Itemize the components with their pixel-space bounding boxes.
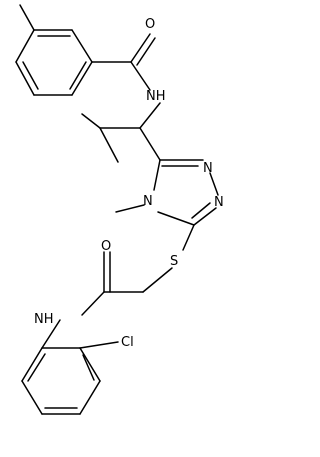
bond: [71, 29, 93, 63]
bond: [22, 61, 39, 90]
bond: [139, 102, 161, 129]
bond: [69, 61, 87, 90]
bond: [130, 61, 151, 91]
bonds: [15, 4, 219, 415]
bond: [15, 61, 35, 96]
bond: [191, 202, 211, 219]
bond: [27, 353, 46, 382]
bond: [81, 113, 101, 129]
bond: [19, 4, 35, 31]
nh-label: NH: [146, 89, 166, 104]
molecule-structure: O NH N N N S O NH Cl: [15, 4, 224, 415]
nitrogen-label: N: [203, 161, 213, 176]
atom-labels: O NH N N N S O NH Cl: [34, 17, 224, 350]
bond: [99, 127, 119, 163]
nitrogen-label: N: [143, 194, 153, 209]
nitrogen-label: N: [214, 195, 224, 210]
oxygen-label: O: [145, 17, 155, 32]
bond: [130, 33, 151, 63]
bond: [142, 267, 173, 293]
bond: [41, 319, 61, 349]
bond: [21, 380, 43, 415]
bond: [193, 207, 217, 226]
bond: [79, 347, 101, 382]
bond: [15, 29, 35, 63]
oxygen-label: O: [101, 239, 111, 254]
bond: [209, 172, 219, 196]
chlorine-label: Cl: [121, 335, 134, 350]
bond: [82, 354, 95, 381]
bond: [153, 159, 161, 191]
bond: [79, 341, 119, 349]
nh-label: NH: [34, 312, 54, 327]
bond: [115, 204, 145, 213]
bond: [139, 127, 161, 161]
bond: [21, 347, 43, 382]
bond: [136, 37, 156, 66]
sulfur-label: S: [170, 254, 178, 269]
bond: [182, 224, 195, 251]
bond: [79, 380, 101, 415]
bond: [71, 61, 93, 96]
bond: [157, 211, 195, 226]
bond: [81, 291, 105, 316]
